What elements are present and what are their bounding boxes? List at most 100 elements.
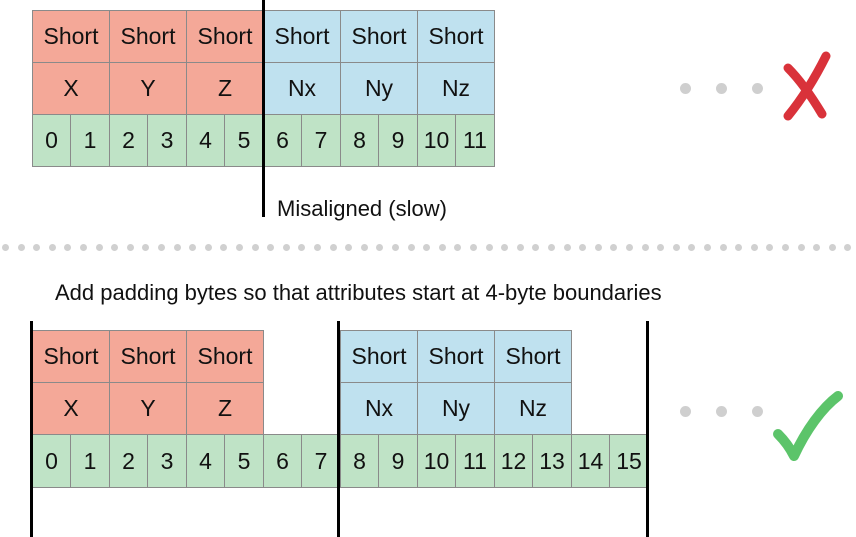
- byte-cell: 3: [147, 434, 187, 488]
- attr-cell-nx: Nx: [263, 62, 341, 115]
- attr-cell-z: Z: [186, 62, 264, 115]
- byte-cell: 11: [455, 114, 495, 167]
- separator-dot: [204, 244, 212, 251]
- separator-dot: [735, 244, 743, 251]
- attr-cell-y: Y: [109, 62, 187, 115]
- padding-byte-cell: 7: [301, 434, 341, 488]
- separator-dot: [236, 244, 243, 251]
- attr-cell-nz: Nz: [417, 62, 495, 115]
- separator-dot: [80, 244, 87, 251]
- separator-dot: [641, 244, 649, 251]
- separator-dot: [345, 244, 353, 251]
- type-cell-x: Short: [32, 330, 110, 383]
- separator-dot: [17, 244, 25, 251]
- separator-dot: [64, 244, 72, 251]
- separator-dot: [392, 244, 399, 251]
- byte-cell: 5: [224, 434, 264, 488]
- byte-cell: 6: [263, 114, 302, 167]
- byte-cell: 12: [494, 434, 533, 488]
- byte-cell: 4: [186, 434, 225, 488]
- separator-dot: [220, 244, 228, 251]
- byte-cell: 0: [32, 434, 71, 488]
- separator-dot: [282, 244, 290, 251]
- padding-byte-cell: 6: [263, 434, 302, 488]
- attr-cell-x: X: [32, 382, 110, 435]
- separator-dot: [828, 244, 836, 251]
- separator-dot: [407, 244, 415, 251]
- separator-dot: [501, 244, 509, 251]
- byte-cell: 1: [70, 114, 110, 167]
- separator-dot: [33, 244, 41, 251]
- separator-dot: [189, 244, 197, 251]
- separator-dot: [95, 244, 103, 251]
- misaligned-note: Misaligned (slow): [277, 196, 447, 221]
- separator-dot: [314, 244, 321, 251]
- separator-dot: [516, 244, 524, 251]
- byte-cell: 13: [532, 434, 572, 488]
- boundary-line-start: [30, 321, 33, 537]
- type-cell-z: Short: [186, 330, 264, 383]
- type-cell-nz: Short: [417, 10, 495, 63]
- separator-dot: [158, 244, 165, 251]
- attr-cell-nx: Nx: [340, 382, 418, 435]
- type-cell-y: Short: [109, 330, 187, 383]
- separator-dot: [126, 244, 134, 251]
- separator-dot: [454, 244, 462, 251]
- attr-cell-z: Z: [186, 382, 264, 435]
- boundary-line-end: [646, 321, 649, 537]
- separator-dot: [329, 244, 337, 251]
- separator-dot: [360, 244, 368, 251]
- byte-cell: 10: [417, 114, 456, 167]
- padding-byte-cell: 14: [571, 434, 610, 488]
- type-cell-nx: Short: [263, 10, 341, 63]
- misaligned-x-icon: [783, 51, 831, 121]
- separator-dot: [298, 244, 306, 251]
- separator-dot: [844, 244, 852, 251]
- attr-cell-y: Y: [109, 382, 187, 435]
- byte-cell: 2: [109, 434, 148, 488]
- type-cell-nx: Short: [340, 330, 418, 383]
- separator-dot: [2, 244, 9, 251]
- byte-cell: 11: [455, 434, 495, 488]
- byte-cell: 1: [70, 434, 110, 488]
- byte-cell: 8: [340, 434, 379, 488]
- attr-cell-x: X: [32, 62, 110, 115]
- byte-cell: 0: [32, 114, 71, 167]
- separator-dot: [485, 244, 493, 251]
- byte-cell: 10: [417, 434, 456, 488]
- byte-cell: 9: [378, 434, 418, 488]
- type-cell-x: Short: [32, 10, 110, 63]
- separator-dot: [532, 244, 540, 251]
- separator-dot: [782, 244, 789, 251]
- separator-dot: [423, 244, 431, 251]
- byte-cell: 9: [378, 114, 418, 167]
- separator-dot: [563, 244, 571, 251]
- separator-dot: [813, 244, 821, 251]
- aligned-check-icon: [773, 391, 843, 461]
- separator-dot: [719, 244, 727, 251]
- padding-caption: Add padding bytes so that attributes sta…: [55, 280, 662, 305]
- separator-dot: [142, 244, 150, 251]
- type-cell-z: Short: [186, 10, 264, 63]
- separator-dot: [594, 244, 602, 251]
- separator-dot: [766, 244, 774, 251]
- separator-dot: [688, 244, 696, 251]
- boundary-line-normal: [337, 321, 340, 537]
- byte-cell: 8: [340, 114, 379, 167]
- separator-dot: [579, 244, 587, 251]
- misaligned-boundary-line: [262, 0, 265, 217]
- separator-dot: [657, 244, 665, 251]
- separator-dot: [470, 244, 477, 251]
- byte-cell: 3: [147, 114, 187, 167]
- attr-cell-nz: Nz: [494, 382, 572, 435]
- type-cell-nz: Short: [494, 330, 572, 383]
- separator-dot: [267, 244, 275, 251]
- type-cell-ny: Short: [417, 330, 495, 383]
- byte-cell: 5: [224, 114, 264, 167]
- separator-dot: [438, 244, 446, 251]
- separator-dot: [797, 244, 805, 251]
- byte-cell: 4: [186, 114, 225, 167]
- separator-dot: [111, 244, 119, 251]
- byte-cell: 2: [109, 114, 148, 167]
- byte-cell: 7: [301, 114, 341, 167]
